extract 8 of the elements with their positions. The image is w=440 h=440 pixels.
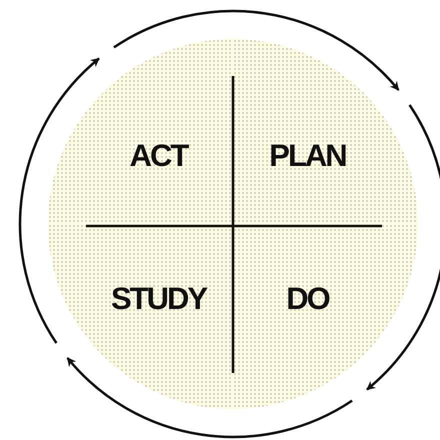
- cycle-arrow: [366, 104, 440, 390]
- quadrant-label: STUDY: [110, 280, 206, 316]
- quadrant-label: PLAN: [269, 138, 346, 174]
- cycle-arrow: [18, 58, 100, 344]
- quadrant-label: DO: [286, 280, 329, 316]
- cycle-arrow: [66, 357, 353, 438]
- cycle-arrow: [113, 10, 400, 91]
- quadrant-label: ACT: [130, 138, 188, 174]
